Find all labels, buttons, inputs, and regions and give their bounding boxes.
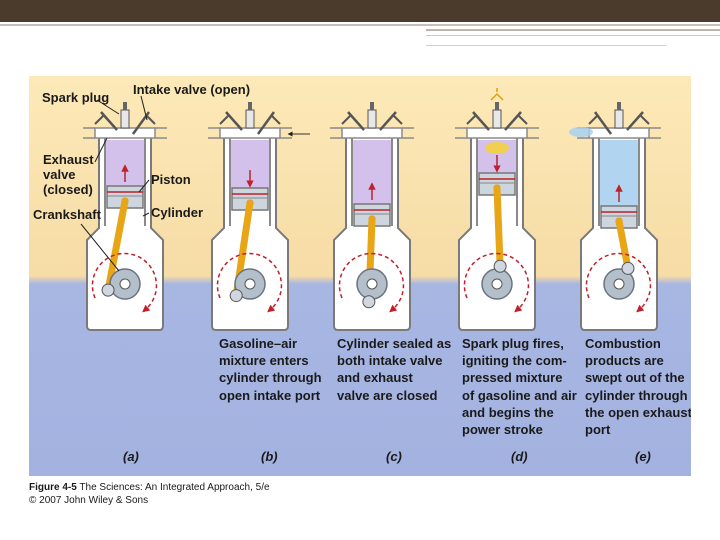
exhaust-valve <box>472 111 490 131</box>
panel-c-letter: (c) <box>386 449 402 464</box>
intake-valve-label: Intake valve (open) <box>133 82 251 97</box>
engine-panel-c <box>330 102 414 331</box>
caption-figure-ref: Figure 4-5 <box>29 482 77 493</box>
crank-pin <box>493 259 507 273</box>
rotation-arrow <box>463 252 530 313</box>
exhaust-valve-spring <box>466 115 476 125</box>
cylinder-leader <box>142 212 150 217</box>
engine-panel-b <box>208 102 310 331</box>
cylinder-head <box>466 127 528 139</box>
crankshaft-label: Crankshaft <box>33 207 101 222</box>
slide-divider-line <box>0 24 720 26</box>
engine-cycle-figure: Spark plug Intake valve (open) Exhaust v… <box>29 76 691 476</box>
intake-valve <box>504 111 522 131</box>
crankshaft-axle <box>491 278 503 290</box>
engine-diagram-svg <box>29 76 691 476</box>
slide-top-bar <box>0 0 720 22</box>
spark-plug-leader <box>96 99 120 115</box>
spark-plug-tip <box>617 102 621 110</box>
spark-plug <box>245 109 255 129</box>
cylinder-head <box>588 127 650 139</box>
panel-e-letter: (e) <box>635 449 651 464</box>
panel-b-letter: (b) <box>261 449 278 464</box>
connecting-rod <box>493 184 504 270</box>
panel-d-letter: (d) <box>511 449 528 464</box>
piston-label: Piston <box>151 172 191 187</box>
panel-d-description: Spark plug fires, igniting the com- pres… <box>462 336 577 438</box>
spark-plug-tip <box>370 102 374 110</box>
crankshaft-axle <box>366 278 378 290</box>
intake-valve <box>626 111 644 131</box>
slide-accent-line <box>426 45 666 46</box>
exhaust-valve-spring <box>341 115 351 125</box>
exhaust-valve-spring <box>588 115 598 125</box>
exhaust-valve-label: Exhaust valve (closed) <box>43 152 94 197</box>
spark-plug <box>492 109 502 129</box>
spark-plug-tip <box>248 102 252 110</box>
spark-plug-tip <box>495 102 499 110</box>
exhaust-valve <box>593 111 613 135</box>
cylinder-label: Cylinder <box>151 205 204 220</box>
spark-plug-tip <box>123 102 127 110</box>
intake-valve-leader <box>140 95 148 121</box>
crankshaft-leader <box>80 223 120 272</box>
spark-plug <box>120 109 130 129</box>
engine-panel-e <box>569 102 661 331</box>
cylinder-head <box>94 127 156 139</box>
caption-copyright: © 2007 John Wiley & Sons <box>29 495 149 506</box>
connecting-rod <box>104 197 129 294</box>
spark-icon <box>490 88 504 101</box>
cylinder-head <box>341 127 403 139</box>
intake-valve-spring <box>393 115 403 125</box>
rotation-arrow <box>91 252 158 313</box>
spark-plug <box>367 109 377 129</box>
intake-valve-spring <box>271 115 281 125</box>
panel-a-letter: (a) <box>123 449 139 464</box>
figure-caption: Figure 4-5 The Sciences: An Integrated A… <box>29 481 270 507</box>
intake-valve-spring <box>640 115 650 125</box>
exhaust-valve-leader <box>94 137 108 163</box>
spark-plug-label: Spark plug <box>42 90 110 105</box>
panel-b-description: Gasoline–air mixture enters cylinder thr… <box>219 336 322 403</box>
ignition-flash <box>485 142 509 154</box>
piston-leader <box>138 179 150 193</box>
exhaust-valve <box>100 111 118 131</box>
engine-panels <box>80 88 661 331</box>
crank-pin <box>101 283 115 297</box>
crankshaft-axle <box>119 278 131 290</box>
exhaust-valve <box>225 111 243 131</box>
cylinder-head <box>219 127 281 139</box>
spark-plug <box>614 109 624 129</box>
rotation-arrow <box>216 252 283 313</box>
crankshaft-axle <box>244 278 256 290</box>
slide-accent-line <box>426 35 720 36</box>
exhaust-gas-puff <box>569 127 593 137</box>
exhaust-valve-spring <box>219 115 229 125</box>
crank-pin <box>229 289 243 303</box>
connecting-rod <box>615 217 632 272</box>
intake-valve <box>256 111 276 135</box>
rotation-arrow <box>585 252 652 313</box>
intake-valve-spring <box>518 115 528 125</box>
intake-valve-spring <box>146 115 156 125</box>
exhaust-valve <box>347 111 365 131</box>
crankshaft-axle <box>613 278 625 290</box>
crank-pin <box>362 295 376 309</box>
panel-e-description: Combustion products are swept out of the… <box>585 336 691 438</box>
caption-title: The Sciences: An Integrated Approach, 5/… <box>79 482 270 493</box>
crank-pin <box>621 261 635 275</box>
intake-valve <box>379 111 397 131</box>
panel-c-description: Cylinder sealed as both intake valve and… <box>337 336 452 403</box>
engine-panel-d <box>455 88 539 331</box>
rotation-arrow <box>338 252 405 313</box>
slide-accent-line <box>426 29 720 31</box>
exhaust-valve-spring <box>94 115 104 125</box>
